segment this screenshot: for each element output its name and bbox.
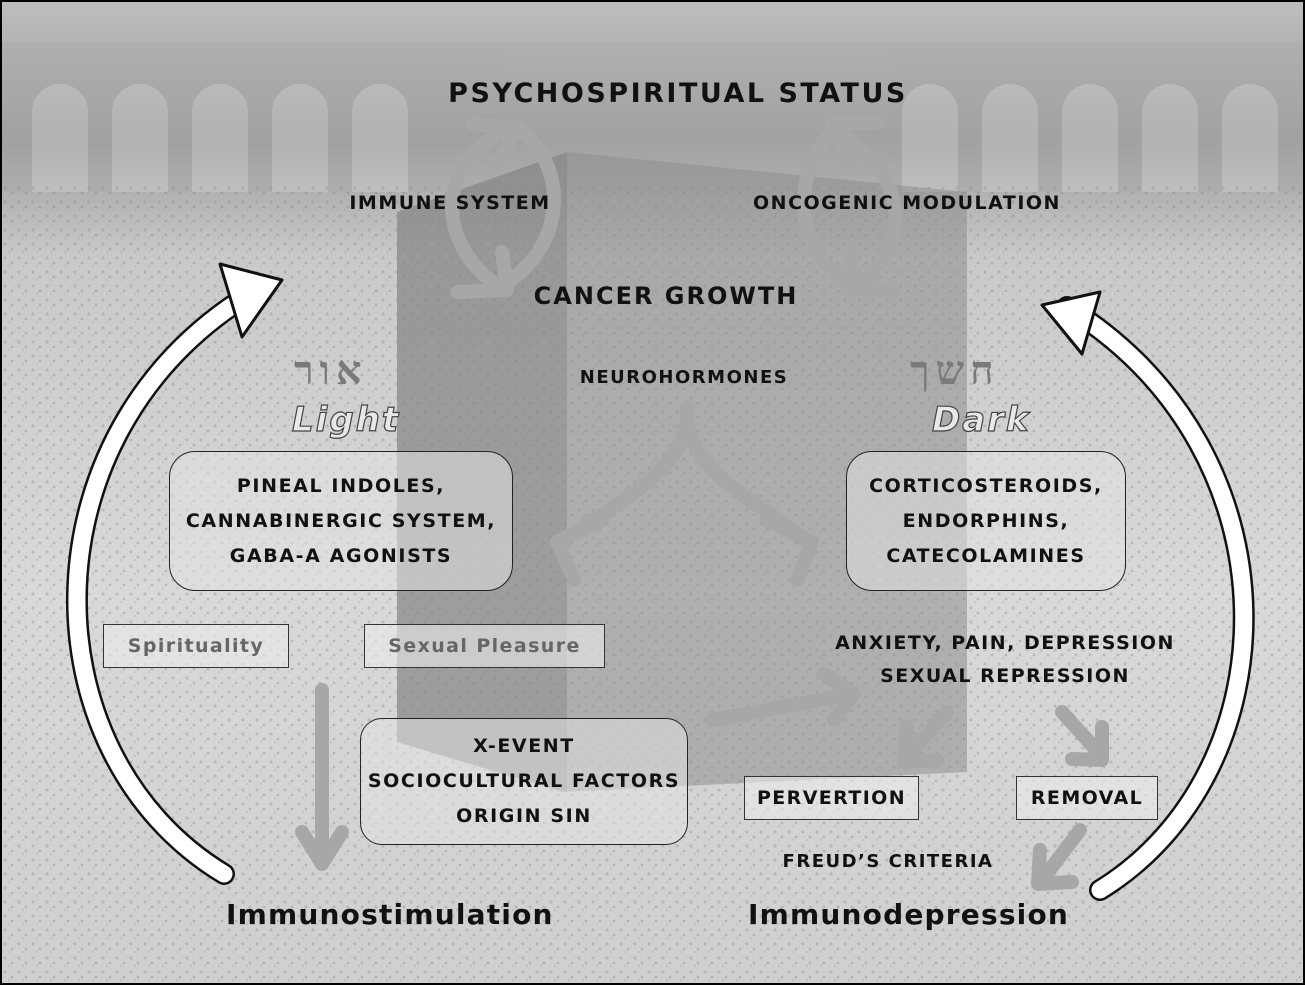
- arrow-neuro-left-head: [550, 513, 609, 587]
- neurohormones-label: NEUROHORMONES: [579, 367, 789, 388]
- spirituality-box: Spirituality: [103, 624, 289, 668]
- x-event-line: X-EVENT: [473, 735, 575, 757]
- arrow-onco-up-head: [825, 115, 887, 169]
- dark-box-line: ENDORPHINS,: [902, 509, 1070, 532]
- arrow-removal-immunodepression: [1035, 823, 1087, 887]
- cycle-arrow-left: [66, 262, 284, 885]
- arrow-xevent-anxiety-head: [817, 667, 861, 727]
- dark-word: Dark: [931, 399, 1031, 440]
- light-box-line: PINEAL INDOLES,: [236, 474, 446, 497]
- freuds-criteria-label: FREUD’S CRITERIA: [782, 851, 994, 872]
- sexual-pleasure-box: Sexual Pleasure: [364, 624, 605, 668]
- removal-box: REMOVAL: [1016, 776, 1158, 820]
- arrow-neuro-right-head: [760, 513, 819, 587]
- arrow-immune-down: [495, 125, 561, 292]
- x-event-line: ORIGIN SIN: [456, 805, 592, 827]
- pervertion-box: PERVERTION: [744, 776, 919, 820]
- anxiety-label: ANXIETY, PAIN, DEPRESSION: [835, 632, 1175, 654]
- sexual-repression-label: SEXUAL REPRESSION: [880, 665, 1130, 687]
- dark-hebrew-word: חשך: [910, 347, 1000, 394]
- arrow-onco-up: [830, 125, 903, 289]
- oncogenic-modulation-label: ONCOGENIC MODULATION: [753, 192, 1061, 214]
- background-arches: [2, 42, 1303, 192]
- cycle-arrow-right: [1040, 290, 1255, 901]
- arrow-onco-down-head: [840, 245, 899, 299]
- light-box-line: CANNABINERGIC SYSTEM,: [185, 509, 497, 532]
- arrow-anxiety-removal-head: [1065, 720, 1109, 767]
- dark-neurohormones-box: CORTICOSTEROIDS, ENDORPHINS, CATECOLAMIN…: [846, 451, 1126, 591]
- diagram-title: PSYCHOSPIRITUAL STATUS: [448, 78, 908, 109]
- arrow-spirituality-down-head: [295, 825, 349, 871]
- immunodepression-label: Immunodepression: [748, 898, 1070, 931]
- light-box-line: GABA-A AGONISTS: [229, 544, 453, 567]
- light-word: Light: [291, 399, 401, 440]
- immune-system-label: IMMUNE SYSTEM: [349, 192, 551, 214]
- dark-box-line: CORTICOSTEROIDS,: [869, 474, 1103, 497]
- arrow-anxiety-perversion: [900, 705, 954, 764]
- arrow-anxiety-removal: [1055, 705, 1107, 761]
- cancer-growth-label: CANCER GROWTH: [533, 282, 799, 310]
- arrow-xevent-anxiety: [705, 687, 859, 727]
- light-neurohormones-box: PINEAL INDOLES, CANNABINERGIC SYSTEM, GA…: [169, 451, 513, 591]
- light-hebrew-word: אור: [294, 347, 368, 394]
- dark-box-line: CATECOLAMINES: [886, 544, 1086, 567]
- arrow-onco-down: [797, 125, 859, 292]
- arrow-removal-immunodepression-head: [1031, 843, 1079, 891]
- immunostimulation-label: Immunostimulation: [226, 898, 554, 931]
- arrow-immune-down-head: [450, 245, 514, 299]
- arrow-anxiety-perversion-head: [897, 720, 944, 769]
- arrow-immune-up-head: [465, 117, 524, 169]
- arrow-immune-up: [445, 125, 509, 289]
- x-event-box: X-EVENT SOCIOCULTURAL FACTORS ORIGIN SIN: [360, 718, 688, 845]
- x-event-line: SOCIOCULTURAL FACTORS: [367, 770, 681, 792]
